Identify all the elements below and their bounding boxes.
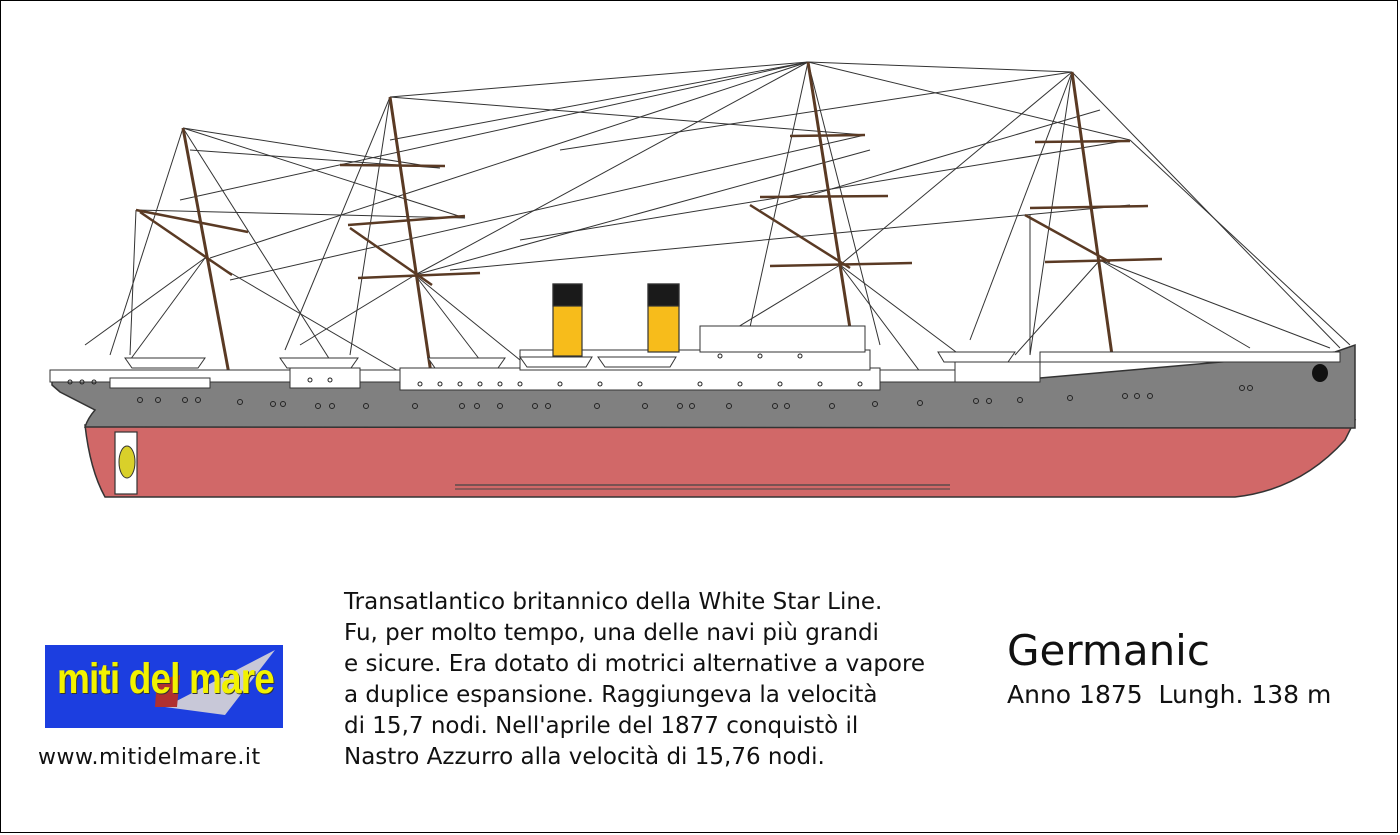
description-line: di 15,7 nodi. Nell'aprile del 1877 conqu… [344, 713, 859, 739]
portholes [67, 353, 1253, 409]
description-line: Nastro Azzurro alla velocità di 15,76 no… [344, 744, 825, 770]
lifeboats [124, 351, 1016, 369]
description-line: a duplice espansione. Raggiungeva la vel… [344, 682, 878, 708]
logo-text: miti del mare [57, 655, 275, 703]
yards [135, 133, 1163, 280]
description-line: e sicure. Era dotato di motrici alternat… [344, 651, 926, 677]
description-line: Fu, per molto tempo, una delle navi più … [344, 620, 879, 646]
ship-name: Germanic [1007, 626, 1210, 675]
funnels [552, 283, 680, 357]
ship-illustration [49, 61, 1357, 498]
ship-specs: Anno 1875 Lungh. 138 m [1007, 680, 1332, 709]
description-line: Transatlantico britannico della White St… [344, 589, 883, 615]
logo[interactable]: miti del mare [45, 645, 283, 728]
ship-description: Transatlantico britannico della White St… [344, 587, 984, 773]
rigging [84, 61, 1351, 386]
hull-lower [84, 419, 1357, 498]
logo-sail-icon [155, 650, 275, 715]
website-link[interactable]: www.mitidelmare.it [38, 745, 261, 770]
propeller [118, 445, 136, 479]
